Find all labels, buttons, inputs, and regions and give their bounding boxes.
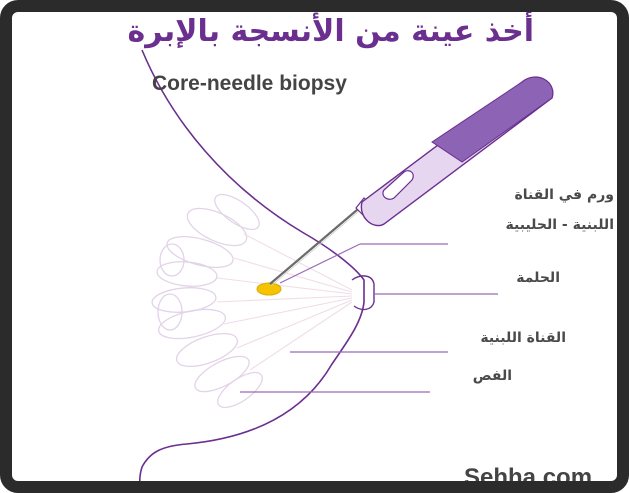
page-title-english: Core-needle biopsy — [152, 72, 347, 96]
label-tumor-line1: ورم في القناة — [442, 187, 614, 203]
page-title-arabic: أخذ عينة من الأنسجة بالإبرة — [22, 14, 534, 49]
label-nipple: الحلمة — [500, 270, 560, 286]
site-watermark: Sehha.com — [464, 464, 592, 492]
milk-ducts — [217, 234, 352, 370]
label-tumor-line2: اللبنية - الحليبية — [442, 217, 614, 233]
label-lobe: الفص — [432, 368, 512, 384]
biopsy-needle — [270, 77, 553, 286]
breast-outline — [140, 50, 364, 493]
label-milk-duct: القناة اللبنية — [448, 330, 566, 346]
tumor-mass — [257, 283, 281, 295]
